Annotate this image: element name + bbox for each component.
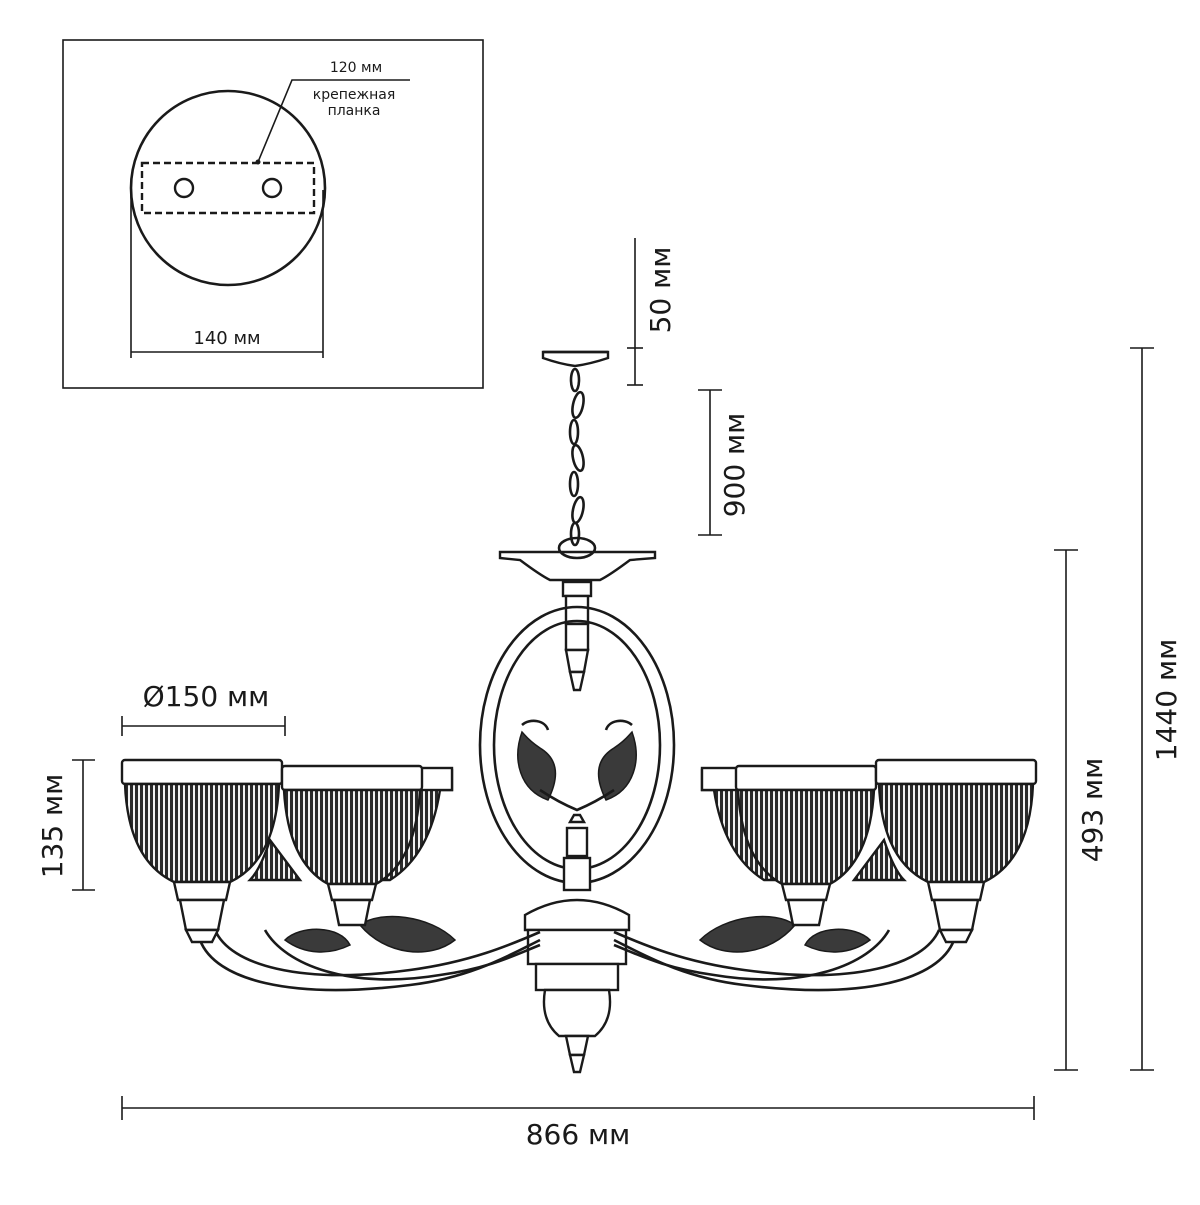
mounting-bracket [140, 161, 316, 215]
canopy [541, 350, 610, 368]
screw-hole-left [173, 177, 195, 199]
bracket-width-label: 120 мм [330, 60, 382, 76]
screw-hole-right [261, 177, 283, 199]
lower-bulb [542, 988, 612, 1038]
body-height-label: 493 мм [1076, 758, 1109, 863]
mount-plate-circle [129, 89, 327, 287]
mount-plate-inset: 120 мм крепежная планка 140 мм [62, 39, 484, 389]
total-width-label: 866 мм [526, 1118, 631, 1151]
total-height-label: 1440 мм [1150, 639, 1183, 761]
shade-front-left [120, 758, 284, 944]
shade-front-right [874, 758, 1038, 944]
dim-shade-diameter: Ø150 мм [121, 680, 286, 736]
shade-mid-right [734, 764, 878, 927]
chain [568, 367, 585, 547]
top-cup [498, 550, 657, 582]
center-leaf-ornament [517, 719, 637, 812]
chain-length-label: 900 мм [718, 413, 751, 518]
arm-leaf-ornaments [283, 915, 872, 953]
canopy-height-label: 50 мм [644, 247, 677, 334]
bracket-label-line1: крепежная [313, 87, 396, 103]
plate-diameter-label: 140 мм [193, 328, 260, 349]
shade-height-label: 135 мм [36, 774, 69, 879]
central-hub [523, 898, 631, 932]
bracket-leader-dot [255, 159, 261, 165]
shade-diameter-label: Ø150 мм [143, 680, 270, 713]
bracket-leader-line [257, 79, 410, 163]
dim-chain-length: 900 мм [698, 389, 751, 536]
dim-canopy-height: 50 мм [627, 238, 677, 386]
dim-total-width: 866 мм [121, 1096, 1035, 1151]
inset-frame [62, 39, 484, 389]
dim-total-height: 1440 мм [1130, 347, 1183, 1071]
chandelier [120, 350, 1038, 1074]
bracket-label-line2: планка [328, 103, 381, 119]
shade-mid-left [280, 764, 424, 927]
arms [198, 929, 956, 992]
dim-shade-height: 135 мм [36, 759, 95, 891]
dim-body-height: 493 мм [1054, 549, 1109, 1071]
